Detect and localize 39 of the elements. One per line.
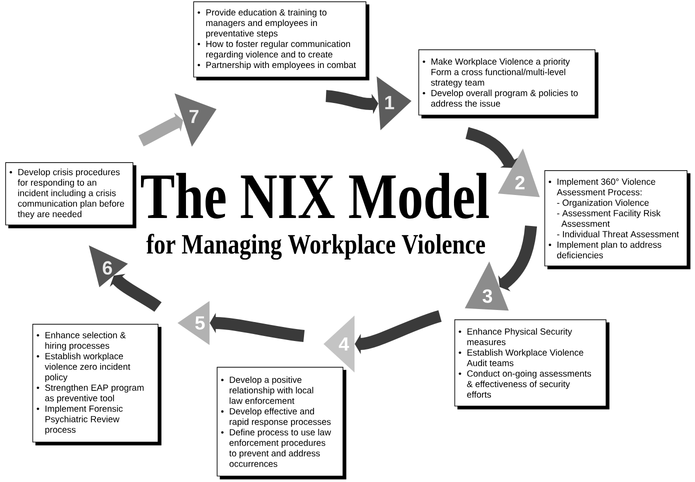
list-item: Implement plan to address deficiencies xyxy=(557,241,662,258)
list-item: Conduct on-going assessments & effectiveness of security efforts xyxy=(467,370,592,398)
list-item: Provide education & training to managers and employees in preventative steps xyxy=(206,9,326,38)
list-item: Develop a positive relationship with local law enforcement xyxy=(230,376,314,404)
text-box xyxy=(454,319,610,410)
list-item: Make Workplace Violence a priority Form a cross functional/multi-level strategy team xyxy=(431,58,570,88)
list-item: Establish workplace violence zero incident policy xyxy=(44,352,130,382)
text-box xyxy=(418,49,598,118)
list-item: Enhance Physical Security measures xyxy=(467,328,572,346)
list-item: - Individual Threat Assessment xyxy=(557,230,679,238)
text-box xyxy=(32,324,162,446)
list-item: How to foster regular communication regarding violence and to create xyxy=(206,40,350,60)
list-item: Develop overall program & policies to address the issue xyxy=(431,90,578,107)
numbered-arrowhead: 6 xyxy=(88,245,128,288)
list-item: Partnership with employees in combat xyxy=(206,62,356,70)
subtitle: for Managing Workplace Violence xyxy=(146,234,485,260)
numbered-arrowhead: 3 xyxy=(464,262,509,311)
numbered-arrowhead: 5 xyxy=(178,301,210,345)
list-item: Strengthen EAP program as preventive tool xyxy=(45,384,144,404)
numbered-arrowhead: 7 xyxy=(174,93,216,147)
list-item: Implement Forensic Psychiatric Review process xyxy=(45,405,123,435)
list-item: Implement 360° Violence Assessment Process: xyxy=(556,178,656,196)
title: The NIX Model xyxy=(141,172,489,219)
text-box xyxy=(5,162,136,228)
list-item: - Assessment Facility Risk Assessment xyxy=(557,210,661,227)
text-box xyxy=(193,1,370,80)
curved-arrow xyxy=(354,310,442,354)
text-box xyxy=(216,366,346,480)
numbered-arrowhead: 2 xyxy=(498,148,540,198)
numbered-arrowhead: 4 xyxy=(324,316,355,372)
list-item: Develop crisis procedures for responding to an incident including a crisis communication plan before they are needed xyxy=(18,168,124,219)
numbered-arrowhead: 1 xyxy=(376,76,412,130)
list-item: Enhance selection & hiring processes xyxy=(45,332,126,351)
list-item: Establish Workplace Violence Audit teams xyxy=(466,349,584,366)
list-item: Develop effective and rapid response processes xyxy=(230,408,331,427)
list-item: Define process to use law enforcement procedures to prevent and address occurrences xyxy=(229,428,332,467)
text-box xyxy=(544,170,690,270)
list-item: - Organization Violence xyxy=(557,199,649,208)
curved-arrow xyxy=(465,127,518,168)
